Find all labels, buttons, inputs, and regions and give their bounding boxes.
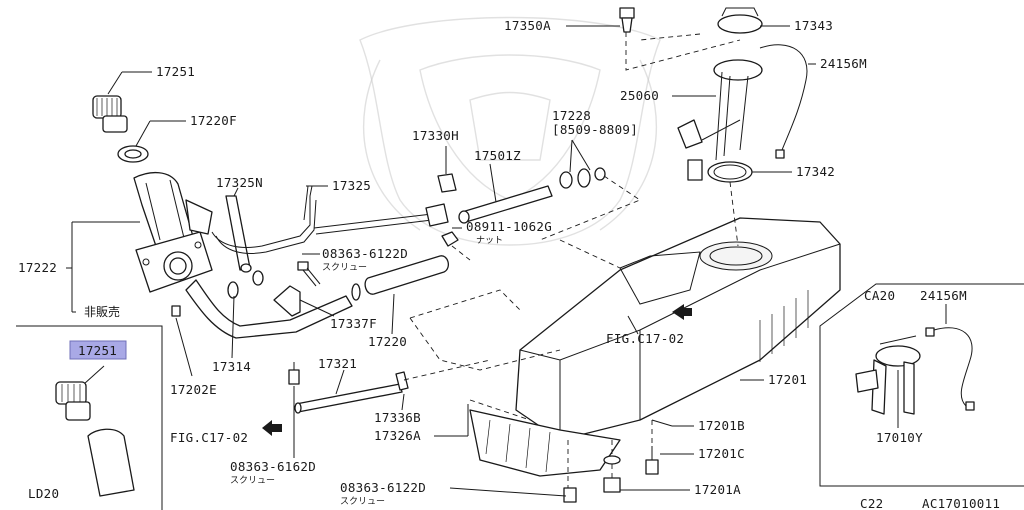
label-screw-upper: スクリュー [322,262,367,273]
label-08363-6122D-lower: 08363-6122D [340,480,426,495]
label-hanbai: 非販売 [84,304,120,319]
inset-ca20-24156M-label: 24156M [920,288,967,303]
screw-17350A[interactable] [619,7,635,33]
arrow-fig-c17-02-tank [672,304,692,320]
inset-ca20: CA20 24156M 17010Y [819,283,1024,487]
watermark-emblem [359,16,661,246]
lock-ring-17343[interactable] [717,7,763,34]
label-17342: 17342 [796,164,835,179]
label-fig-c17-02-tank: FIG.C17-02 [606,331,684,346]
label-17201B: 17201B [698,418,745,433]
label-17202E: 17202E [170,382,217,397]
label-17325N: 17325N [216,175,263,190]
inset-ld20-cap[interactable] [55,381,91,421]
screw-08363-6122D-lower[interactable] [563,487,577,503]
breather-pipe-17321[interactable] [294,383,403,414]
callout-labels: 17251 17220F 17222 非販売 17202E 17314 1732… [18,18,867,507]
inset-ca20-17010Y-label: 17010Y [876,430,923,445]
arrow-fig-c17-02-pipe [262,420,282,436]
filler-cap-17251[interactable] [92,95,128,133]
bolt-17201C[interactable] [645,446,659,475]
gasket-17342[interactable] [707,161,753,183]
label-screw-mid: スクリュー [230,475,275,486]
label-17350A: 17350A [504,18,551,33]
tank-skid-17326A[interactable] [469,409,621,477]
filler-gasket-17220F[interactable] [117,145,149,163]
vent-tube-17325[interactable] [211,185,433,254]
wiring-24156M[interactable] [759,44,808,159]
inset-ca20-wiring[interactable] [925,327,975,411]
label-17314: 17314 [212,359,251,374]
clip-17330H[interactable] [425,173,457,227]
filter-17220[interactable] [351,255,450,301]
label-17201: 17201 [768,372,807,387]
label-17326A: 17326A [374,428,421,443]
label-17501Z: 17501Z [474,148,521,163]
label-17228: 17228 [552,108,591,123]
vent-hose-17325N[interactable] [225,195,252,273]
screw-08363-6162D[interactable] [288,362,300,385]
highlight-17251[interactable] [69,340,127,360]
filler-neck-17222[interactable] [133,172,213,293]
footer-model: C22 [860,496,883,510]
nut-17201A[interactable] [603,477,621,493]
label-17330H: 17330H [412,128,459,143]
label-17343: 17343 [794,18,833,33]
inset-ca20-variant-label: CA20 [864,288,895,303]
label-08911-1062G: 08911-1062G [466,219,552,234]
label-17220F: 17220F [190,113,237,128]
footer: C22 AC17010011 [860,496,1000,510]
inset-ld20: 17251 LD20 [16,325,163,510]
inset-ca20-sender-17010Y[interactable] [855,335,921,415]
label-17337F: 17337F [330,316,377,331]
fuel-tank-17201[interactable] [515,217,841,441]
label-nut: ナット [476,235,503,246]
hose-17501Z[interactable] [458,185,553,224]
footer-figure-code: AC17010011 [922,496,1000,510]
label-17325: 17325 [332,178,371,193]
bracket-17337F[interactable] [273,285,301,317]
label-screw-lower: スクリュー [340,496,385,507]
nut-08911-1062G[interactable] [441,231,459,247]
label-17222: 17222 [18,260,57,275]
label-25060: 25060 [620,88,659,103]
label-17321: 17321 [318,356,357,371]
label-08363-6162D: 08363-6162D [230,459,316,474]
label-08363-6122D-upper: 08363-6122D [322,246,408,261]
screw-17202E[interactable] [171,305,181,317]
screw-08363-6122D-upper[interactable] [297,261,321,287]
inset-ld20-part-label: 17251 [78,343,117,358]
label-17251: 17251 [156,64,195,79]
clip-17336B[interactable] [395,371,409,391]
label-24156M: 24156M [820,56,867,71]
filler-hose-17314[interactable] [185,270,353,339]
guide-lines [403,32,741,488]
leader-lines [66,25,816,497]
label-17220: 17220 [368,334,407,349]
label-fig-c17-02-pipe: FIG.C17-02 [170,430,248,445]
inset-ld20-neck[interactable] [87,428,135,497]
label-17228-range: [8509-8809] [552,122,638,137]
label-17336B: 17336B [374,410,421,425]
washer-17201B[interactable] [603,455,621,465]
sender-unit-25060[interactable] [677,59,763,181]
rings-17228[interactable] [559,167,606,189]
label-17201A: 17201A [694,482,741,497]
label-17201C: 17201C [698,446,745,461]
inset-ld20-variant-label: LD20 [28,486,59,501]
